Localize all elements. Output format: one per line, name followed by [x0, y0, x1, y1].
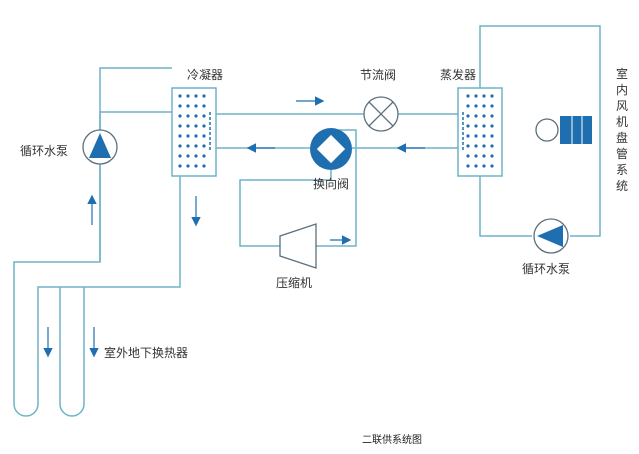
throttle-valve-icon [363, 96, 399, 132]
pump-right-label: 循环水泵 [522, 262, 571, 276]
ground-loop-pipes [13, 67, 181, 417]
figure-caption: 二联供系统图 [362, 435, 422, 446]
pump-icon-left [82, 129, 118, 165]
throttle-valve-label: 节流阀 [360, 68, 397, 82]
compressor-icon [279, 223, 317, 269]
indoor-fan-coil-label: 室内风机盘管系统 [615, 67, 628, 193]
evaporator [457, 87, 503, 177]
indoor-loop-pipes [479, 25, 601, 237]
fan-coil-icon [535, 116, 592, 144]
pump-left-label: 循环水泵 [20, 144, 69, 158]
flow-arrows [43, 96, 425, 358]
evaporator-label: 蒸发器 [440, 68, 477, 82]
reversing-valve-label: 换向阀 [313, 177, 350, 191]
compressor-label: 压缩机 [276, 276, 313, 290]
condenser [171, 87, 217, 177]
ground-hx-label: 室外地下换热器 [104, 346, 189, 360]
reversing-valve-icon [310, 128, 352, 170]
condenser-label: 冷凝器 [187, 68, 224, 82]
pump-icon-right [533, 218, 569, 254]
